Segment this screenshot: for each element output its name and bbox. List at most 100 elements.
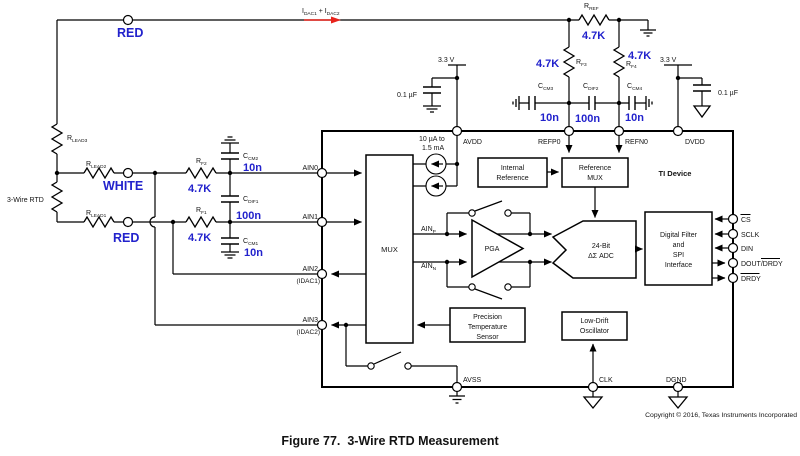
pin-label-ain2: AIN2 [302, 266, 318, 273]
ground-ccm2 [221, 136, 239, 144]
ground-symbols [221, 29, 712, 410]
temp-sensor-line1: Precision [473, 314, 502, 321]
resistor-rtd [50, 181, 64, 213]
ground-ccm4 [645, 96, 653, 110]
pin-din [727, 242, 739, 254]
rtd-label: 3-Wire RTD [7, 197, 44, 204]
cdif1-value: 100n [236, 210, 261, 222]
digital-filter-line2: and [673, 242, 685, 249]
mux-block [365, 154, 414, 344]
pin-ain1 [316, 216, 328, 228]
pin-avss [451, 381, 463, 393]
internal-reference-block [477, 157, 548, 188]
pin-label-clk: CLK [599, 377, 613, 384]
cdif2-value: 100n [575, 113, 600, 125]
capacitors [221, 84, 711, 245]
reference-mux-block [561, 157, 629, 188]
resistor-rf3 [562, 46, 576, 78]
pin-label-dvdd: DVDD [685, 139, 705, 146]
pin-dout-drdy [727, 257, 739, 269]
ground-avss [449, 395, 465, 404]
pin-ain0 [316, 167, 328, 179]
internal-reference-line1: Internal [501, 165, 525, 172]
pga-block [471, 218, 525, 279]
rlead2-label: RLEAD2 [86, 161, 107, 170]
avdd-rail-label: 3.3 V [438, 57, 455, 64]
rref-label: RREF [584, 3, 599, 12]
pin-label-ain1: AIN1 [302, 214, 318, 221]
signal-arrows [327, 136, 728, 382]
ground-ccm3 [512, 96, 520, 110]
ccm3-label: CCM3 [538, 83, 554, 92]
wire-hop [149, 216, 156, 228]
oscillator-line2: Oscillator [580, 328, 610, 335]
resistor-rf2 [185, 166, 217, 180]
ground-dvdd-cap [692, 105, 712, 119]
reference-mux-line2: MUX [587, 175, 603, 182]
rf4-value: 4.7K [628, 50, 651, 62]
ground-dgnd [667, 396, 689, 410]
adc-line2: ΔΣ ADC [588, 253, 614, 260]
ainn-label: AINN [421, 263, 437, 272]
mux-label: MUX [381, 245, 398, 254]
pin-sclk [727, 228, 739, 240]
ccm4-label: CCM4 [627, 83, 643, 92]
red-wire-label: RED [113, 231, 139, 245]
dvdd-cap-value: 0.1 µF [718, 90, 738, 97]
ground-avdd-cap [423, 105, 441, 113]
resistor-rlead1 [83, 215, 115, 229]
rf2-label: RF2 [196, 158, 207, 167]
pin-dvdd [672, 125, 684, 137]
resistor-rlead2 [83, 166, 115, 180]
wiring [56, 19, 703, 397]
resistor-rref [578, 13, 610, 27]
pin-refp0 [563, 125, 575, 137]
capacitor-cdif2 [588, 96, 596, 110]
resistor-rf4 [612, 46, 626, 78]
avdd-cap-value: 0.1 µF [397, 92, 417, 99]
capacitor-ccm2 [221, 152, 239, 160]
pga-label: PGA [485, 246, 500, 253]
ccm2-label: CCM2 [243, 153, 259, 162]
temp-sensor-line2: Temperature [468, 324, 507, 331]
pin-label-ain3: AIN3 [302, 317, 318, 324]
capacitor-dvdd-bypass [693, 84, 711, 92]
resistor-rf1 [185, 215, 217, 229]
adc-line1: 24-Bit [592, 243, 610, 250]
pin-clk [587, 381, 599, 393]
reference-mux-line1: Reference [579, 165, 611, 172]
ground-rref [640, 29, 656, 37]
rf4-label: RF4 [626, 61, 637, 70]
rf2-value: 4.7K [188, 183, 211, 195]
pin-label-cs: CS [741, 217, 751, 224]
idac-current-label: IDAC1 + IDAC2 [302, 8, 340, 17]
pin-cs [727, 213, 739, 225]
digital-filter-line4: Interface [665, 262, 692, 269]
idac-arrow-head [331, 16, 341, 24]
figure-caption: Figure 77. 3-Wire RTD Measurement [281, 434, 499, 448]
avss-switch-contact-2 [404, 362, 412, 370]
digital-filter-line1: Digital Filter [660, 232, 698, 239]
rf3-label: RF3 [576, 59, 587, 68]
temp-sensor-line3: Sensor [476, 334, 499, 341]
terminal-red [122, 216, 134, 228]
terminals-and-pins [122, 14, 739, 393]
pin-label-din: DIN [741, 246, 753, 253]
ccm3-value: 10n [540, 112, 559, 124]
avss-switch-contact-1 [367, 362, 375, 370]
pin-label-idac2: (IDAC2) [297, 329, 320, 336]
pga-bypass-bottom-contact-1 [468, 283, 476, 291]
internal-reference-line2: Reference [496, 175, 528, 182]
switch-levers [373, 200, 503, 365]
terminal-red-top [122, 14, 134, 26]
pin-dgnd [672, 381, 684, 393]
ground-ccm1 [221, 251, 239, 259]
capacitor-ccm3 [528, 96, 536, 110]
pin-label-avdd: AVDD [463, 139, 482, 146]
junction-dots [54, 17, 681, 328]
capacitor-avdd-bypass [423, 86, 441, 94]
capacitor-cdif1 [221, 195, 239, 203]
ccm2-value: 10n [243, 162, 262, 174]
